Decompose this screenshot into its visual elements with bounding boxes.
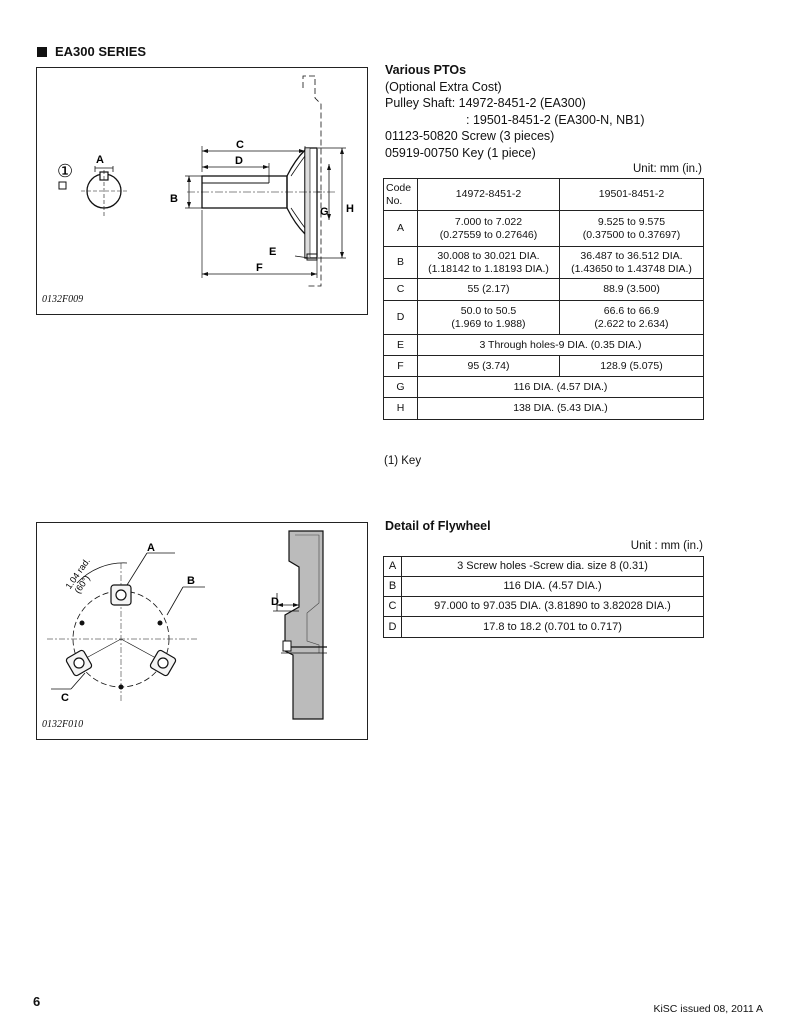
row-code: D (383, 300, 418, 335)
through-hole (306, 253, 318, 261)
header-col1: 14972-8451-2 (417, 178, 560, 211)
fly-label-b: B (187, 575, 195, 587)
pto-description: Various PTOs (Optional Extra Cost) Pulle… (385, 62, 645, 161)
pulley-shaft-figure: ① A C (36, 67, 368, 315)
pto-line: (Optional Extra Cost) (385, 79, 502, 94)
table-row: B 30.008 to 30.021 DIA.(1.18142 to 1.181… (383, 246, 704, 279)
key-icon (58, 181, 67, 190)
fly-label-c: C (61, 692, 69, 704)
label-a: A (96, 154, 104, 166)
flywheel-unit-label: Unit : mm (in.) (630, 540, 703, 552)
label-d: D (235, 155, 243, 167)
table-row: C 97.000 to 97.035 DIA. (3.81890 to 3.82… (383, 596, 704, 617)
flywheel-figure: 1.04 rad. (60°) A B C D 0132F010 (36, 522, 368, 740)
pto-line: 05919-00750 Key (1 piece) (385, 145, 536, 160)
pulley-shaft-drawing: ① A C (57, 75, 354, 287)
row-code: C (383, 278, 418, 301)
row-value: 3 Screw holes -Screw dia. size 8 (0.31) (401, 556, 704, 577)
label-b: B (170, 193, 178, 205)
key-callout-label: ① (57, 161, 73, 181)
screw-hole-top (110, 584, 132, 606)
angle-arc (76, 562, 128, 584)
label-e: E (269, 246, 276, 258)
table-row: D 17.8 to 18.2 (0.701 to 0.717) (383, 616, 704, 638)
row-value-col1: 95 (3.74) (417, 355, 560, 377)
row-value-col2: 36.487 to 36.512 DIA.(1.43650 to 1.43748… (559, 246, 704, 279)
table-row: A 3 Screw holes -Screw dia. size 8 (0.31… (383, 556, 704, 577)
section-title: EA300 SERIES (55, 44, 147, 59)
row-value-col2: 88.9 (3.500) (559, 278, 704, 301)
dim-e-leader (294, 255, 310, 259)
dowel-hole (157, 620, 163, 626)
screw-hole-left (65, 649, 93, 677)
row-value: 116 DIA. (4.57 DIA.) (401, 576, 704, 597)
row-value-col2: 9.525 to 9.575(0.37500 to 0.37697) (559, 210, 704, 247)
flywheel-section (284, 530, 324, 720)
label-g: G (320, 206, 329, 218)
figure1-caption: 0132F009 (42, 294, 84, 305)
page-number: 6 (33, 994, 41, 1009)
row-code: G (383, 376, 418, 398)
row-code: D (383, 616, 402, 638)
label-f: F (256, 262, 263, 274)
row-value-span: 3 Through holes-9 DIA. (0.35 DIA.) (417, 334, 704, 356)
row-value-span: 138 DIA. (5.43 DIA.) (417, 397, 704, 420)
fly-label-a: A (147, 542, 155, 554)
dowel-hole (118, 684, 124, 690)
row-value-col1: 50.0 to 50.5(1.969 to 1.988) (417, 300, 560, 335)
row-value-span: 116 DIA. (4.57 DIA.) (417, 376, 704, 398)
label-c: C (236, 139, 244, 151)
row-code: A (383, 210, 418, 247)
issue-notice: KiSC issued 08, 2011 A (653, 1003, 763, 1015)
row-value-col1: 30.008 to 30.021 DIA.(1.18142 to 1.18193… (417, 246, 560, 279)
leader-a (126, 552, 148, 586)
label-h: H (346, 203, 354, 215)
flywheel-title: Detail of Flywheel (385, 519, 491, 533)
row-code: B (383, 576, 402, 597)
header-col2: 19501-8451-2 (559, 178, 704, 211)
row-value-col2: 128.9 (5.075) (559, 355, 704, 377)
leader-b (166, 586, 184, 616)
flywheel-phantom-outline (302, 75, 322, 287)
row-value-col2: 66.6 to 66.9(2.622 to 2.634) (559, 300, 704, 335)
row-code: A (383, 556, 402, 577)
leader-c (70, 672, 86, 690)
table-row: H 138 DIA. (5.43 DIA.) (383, 397, 704, 420)
fly-label-d: D (271, 596, 279, 608)
bullet-square-icon (37, 46, 47, 57)
pto-line: : 19501-8451-2 (EA300-N, NB1) (466, 112, 645, 127)
row-value-col1: 7.000 to 7.022(0.27559 to 0.27646) (417, 210, 560, 247)
pto-unit-label: Unit: mm (in.) (633, 163, 702, 175)
table-row: E 3 Through holes-9 DIA. (0.35 DIA.) (383, 334, 704, 356)
table-row: A 7.000 to 7.022(0.27559 to 0.27646) 9.5… (383, 210, 704, 247)
flywheel-drawing: 1.04 rad. (60°) A B C D (47, 530, 327, 720)
section-heading: EA300 SERIES (37, 44, 146, 59)
table-row: C 55 (2.17) 88.9 (3.500) (383, 278, 704, 301)
screw-hole-right (149, 649, 177, 677)
table-row: G 116 DIA. (4.57 DIA.) (383, 376, 704, 398)
table-row: D 50.0 to 50.5(1.969 to 1.988) 66.6 to 6… (383, 300, 704, 335)
row-code: E (383, 334, 418, 356)
table-row: B 116 DIA. (4.57 DIA.) (383, 576, 704, 597)
row-code: H (383, 397, 418, 420)
pto-title: Various PTOs (385, 63, 467, 77)
row-value: 97.000 to 97.035 DIA. (3.81890 to 3.8202… (401, 596, 704, 617)
table-row: F 95 (3.74) 128.9 (5.075) (383, 355, 704, 377)
flywheel-spec-table: A 3 Screw holes -Screw dia. size 8 (0.31… (383, 556, 704, 638)
figure2-caption: 0132F010 (42, 719, 84, 730)
row-value-col1: 55 (2.17) (417, 278, 560, 301)
dowel-hole (79, 620, 85, 626)
pto-line: 01123-50820 Screw (3 pieces) (385, 129, 555, 143)
key-footnote: (1) Key (384, 455, 422, 467)
row-value: 17.8 to 18.2 (0.701 to 0.717) (401, 616, 704, 638)
row-code: F (383, 355, 418, 377)
row-code: B (383, 246, 418, 279)
row-code: C (383, 596, 402, 617)
pto-line: Pulley Shaft: 14972-8451-2 (EA300) (385, 96, 586, 110)
